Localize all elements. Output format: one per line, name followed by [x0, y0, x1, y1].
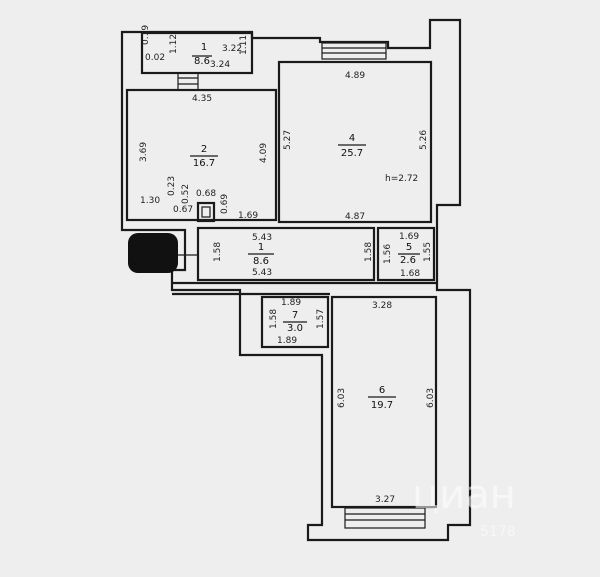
- dim-r3-right: 1.11: [239, 35, 249, 55]
- stairs-bottom: [344, 507, 426, 529]
- dim-r7-right: 1.57: [316, 309, 326, 329]
- room-6-number: 6: [379, 385, 385, 396]
- dim-r7-left: 1.58: [269, 309, 279, 329]
- room-labels: 1 8.6 2 16.7 4 25.7 1 8.6 5 2.6 7 3.0 6 …: [190, 42, 420, 411]
- room-4-wall: [277, 60, 433, 224]
- dim-r7-bottom: 1.89: [277, 336, 297, 346]
- dim-r3-left-c: 0.02: [145, 53, 165, 63]
- room-3-area: 8.6: [194, 56, 210, 67]
- room-7-area: 3.0: [287, 323, 303, 334]
- dim-r1-top: 5.43: [252, 233, 272, 243]
- room-4-area: 25.7: [341, 148, 363, 159]
- room-6-wall: [330, 295, 438, 509]
- room-2-number: 2: [201, 144, 207, 155]
- dimension-labels: 3.22 3.24 0.19 1.12 0.02 1.11 4.35 3.69 …: [139, 25, 436, 505]
- room-3-wall: [140, 31, 254, 75]
- dim-r1-left: 1.58: [213, 242, 223, 262]
- dim-r6-right: 6.03: [426, 388, 436, 408]
- room-2-area: 16.7: [193, 158, 215, 169]
- dim-r5-right: 1.55: [423, 242, 433, 262]
- dim-r4-bottom: 4.87: [345, 212, 365, 222]
- vent-shaft-inner: [201, 206, 211, 218]
- room-7-wall: [260, 295, 330, 349]
- vent-shaft: [196, 201, 216, 223]
- room-6-area: 19.7: [371, 400, 393, 411]
- room-5-wall: [376, 226, 436, 282]
- room-1-number: 1: [258, 242, 264, 253]
- stairs-top: [321, 42, 387, 60]
- watermark-code: 5178: [480, 524, 516, 540]
- dim-r3-top: 3.22: [222, 44, 242, 54]
- watermark-brand: циан: [412, 472, 516, 518]
- dim-r6-bottom: 3.27: [375, 495, 395, 505]
- dim-r2-bot-g: 1.69: [238, 211, 258, 221]
- room-5-area: 2.6: [400, 255, 416, 266]
- room-5-number: 5: [406, 242, 412, 253]
- dim-r2-bot-f: 0.69: [220, 194, 230, 214]
- dim-r5-bottom: 1.68: [400, 269, 420, 279]
- dim-ceiling: h=2.72: [385, 174, 418, 184]
- dim-r2-top: 4.35: [192, 94, 212, 104]
- dim-r5-left: 1.56: [383, 244, 393, 264]
- dim-r2-bot-a: 1.30: [140, 196, 160, 206]
- dim-r3-left-a: 0.19: [141, 25, 151, 45]
- dim-r7-top: 1.89: [281, 298, 301, 308]
- room-1-area: 8.6: [253, 256, 269, 267]
- dim-r5-top: 1.69: [399, 232, 419, 242]
- dim-r3-left-b: 1.12: [169, 34, 179, 54]
- dim-r2-right: 4.09: [259, 143, 269, 163]
- dim-r2-left: 3.69: [139, 142, 149, 162]
- stairs-left: [177, 73, 199, 90]
- room-4-number: 4: [349, 133, 355, 144]
- dim-r4-left: 5.27: [283, 130, 293, 150]
- dim-r4-top: 4.89: [345, 71, 365, 81]
- dim-r3-bottom: 3.24: [210, 60, 230, 70]
- dim-r6-left: 6.03: [337, 388, 347, 408]
- room-7-number: 7: [292, 310, 298, 321]
- room-1-wall: [196, 226, 376, 282]
- dim-r6-top: 3.28: [372, 301, 392, 311]
- redacted-mark: [128, 233, 178, 273]
- room-3-number: 1: [201, 42, 207, 53]
- dim-r2-bot-e: 0.67: [173, 205, 193, 215]
- dim-r2-bot-c: 0.52: [181, 184, 191, 204]
- dim-r1-right: 1.58: [364, 242, 374, 262]
- dim-r2-bot-b: 0.23: [167, 176, 177, 196]
- dim-r4-right: 5.26: [419, 130, 429, 150]
- dim-r1-bottom: 5.43: [252, 268, 272, 278]
- dim-r2-bot-d: 0.68: [196, 189, 216, 199]
